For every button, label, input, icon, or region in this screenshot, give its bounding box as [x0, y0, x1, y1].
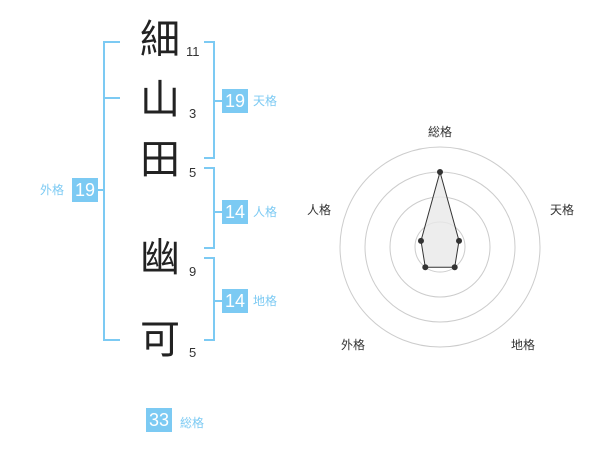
radar-point-soukaku	[437, 169, 443, 175]
jinkaku-bracket	[204, 167, 215, 249]
name-char-1: 細	[140, 17, 180, 63]
tenkaku-label: 天格	[253, 94, 278, 108]
stroke-count-3: 5	[189, 165, 197, 180]
jinkaku-value: 14	[222, 200, 249, 224]
name-char-5: 可	[140, 317, 180, 363]
stroke-count-5: 5	[189, 345, 197, 360]
radar-point-jinkaku	[417, 237, 424, 244]
stroke-count-1: 11	[186, 44, 200, 59]
gaikaku-value: 19	[72, 178, 99, 202]
name-char-4: 幽	[140, 235, 180, 281]
chikaku-bracket	[204, 257, 215, 341]
radar-point-gaikaku	[422, 264, 429, 271]
radar-ring-1	[339, 146, 541, 348]
radar-polygon	[420, 170, 460, 268]
tenkaku-value: 19	[222, 89, 249, 113]
radar-label-gaikaku: 外格	[341, 338, 366, 352]
name-char-2: 山	[140, 77, 180, 123]
radar-point-chikaku	[451, 264, 458, 271]
radar-label-jinkaku: 人格	[307, 203, 332, 217]
jinkaku-label: 人格	[253, 205, 278, 219]
gaikaku-label: 外格	[40, 183, 65, 197]
stroke-count-4: 9	[189, 264, 197, 279]
soukaku-label: 総格	[180, 416, 205, 430]
radar-label-soukaku: 総格	[428, 125, 453, 139]
name-char-3: 田	[140, 137, 180, 183]
chikaku-label: 地格	[253, 294, 278, 308]
chikaku-value: 14	[222, 289, 249, 313]
stroke-count-2: 3	[189, 106, 197, 121]
radar-label-tenkaku: 天格	[550, 203, 575, 217]
radar-point-tenkaku	[456, 237, 463, 244]
soukaku-value: 33	[146, 408, 173, 432]
radar-label-chikaku: 地格	[511, 338, 536, 352]
